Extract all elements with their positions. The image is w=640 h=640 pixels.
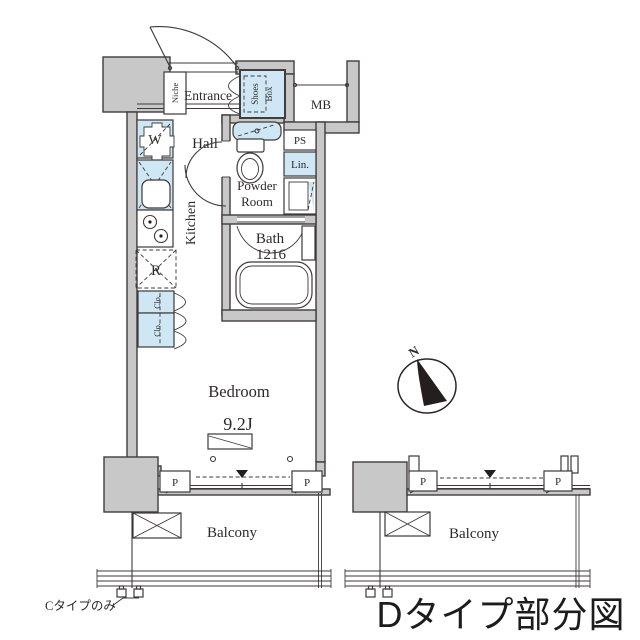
closet-upper: Clo. <box>137 290 175 314</box>
washer-pan: W <box>136 119 175 161</box>
c-type-note: Cタイプのみ <box>45 599 116 613</box>
meter-box-label: MB <box>311 97 332 112</box>
bedroom-window: P P <box>136 470 331 496</box>
wall-bath-bottom <box>221 309 317 322</box>
bath-counter <box>301 225 316 261</box>
powder-room-label-2: Room <box>241 194 273 209</box>
balcony-divider-d-right <box>575 495 580 588</box>
downlight-left <box>209 455 217 463</box>
wall-stub-d-right-b <box>570 455 579 474</box>
d-partial-caption: Dタイプ部分図 <box>377 594 626 635</box>
washer-label: W <box>148 133 162 148</box>
toilet <box>236 138 265 184</box>
closet-lower: Clo. <box>137 293 175 348</box>
niche-label: Niche <box>170 83 180 104</box>
bedroom-counter <box>207 433 253 450</box>
stove <box>136 209 174 248</box>
fridge-space: R <box>135 249 177 289</box>
pillar-d <box>352 461 408 513</box>
closet-lower-label: Clo. <box>153 323 162 337</box>
unit-walls <box>102 56 360 493</box>
vanity-cabinet <box>283 177 317 215</box>
pillar-label: P <box>172 477 178 489</box>
bath-room: Bath 1216 <box>229 216 317 311</box>
powder-room-door <box>185 140 232 179</box>
north-arrow-icon: N <box>397 342 457 414</box>
outdoor-unit-box <box>132 512 182 539</box>
niche-box: Niche <box>163 71 187 115</box>
entrance-label: Entrance <box>184 88 232 103</box>
pillar-box-d-right: P <box>543 470 573 492</box>
bedroom: Bedroom 9.2J <box>207 382 294 463</box>
bedroom-label: Bedroom <box>208 382 270 401</box>
pillar-box-left: P <box>159 470 191 493</box>
bath-label: Bath <box>256 231 285 247</box>
bathtub <box>235 261 313 309</box>
wall-left <box>126 111 138 493</box>
shoes-box-label-2: Box <box>264 86 274 102</box>
meter-box: MB <box>292 82 350 112</box>
kitchen-label: Kitchen <box>184 201 199 245</box>
bath-folding-door <box>236 225 306 254</box>
balcony-railing-d <box>344 569 591 588</box>
pillar-top-left <box>102 56 171 113</box>
downlight-right <box>286 455 294 463</box>
balcony-divider-right <box>318 493 322 588</box>
faucet-icons-c <box>111 585 144 607</box>
fridge-label: R <box>151 263 161 279</box>
d-partial-view: P P Balcony <box>344 455 626 635</box>
hall-door <box>184 164 227 207</box>
linen-label: Lin. <box>291 159 309 171</box>
kitchen-sink-counter <box>136 159 174 211</box>
closet-upper-label: Clo. <box>153 295 162 309</box>
pillar-box-right: P <box>291 470 323 493</box>
pipe-space-box: PS <box>283 129 317 151</box>
shoes-box-label-1: Shoes <box>250 83 260 105</box>
bath-size-label: 1216 <box>256 247 287 263</box>
wall-right <box>315 121 326 463</box>
linen-box: Lin. <box>283 151 317 177</box>
pillar-label: P <box>304 477 310 489</box>
balcony-c: Balcony Cタイプのみ <box>45 456 332 613</box>
wall-mb-right <box>346 60 360 123</box>
balcony-c-label: Balcony <box>207 525 257 541</box>
window-marker-triangle-d <box>484 470 496 478</box>
closet-folding-doors <box>173 292 187 350</box>
pillar-bottom-left <box>103 456 159 513</box>
entrance-step <box>137 103 240 109</box>
outdoor-unit-box-d <box>384 511 431 537</box>
pipe-space-label: PS <box>294 135 306 147</box>
balcony-d-label: Balcony <box>449 526 499 542</box>
pillar-label-d: P <box>420 476 426 488</box>
pillar-box-d-left: P <box>408 470 438 492</box>
entrance-door <box>149 26 240 73</box>
faucet-icons-d <box>365 585 393 598</box>
hall-label: Hall <box>192 136 218 152</box>
pillar-label-d: P <box>555 476 561 488</box>
shoes-box: Shoes Box <box>228 69 286 119</box>
powder-room-label-1: Powder <box>237 178 277 193</box>
window-marker-triangle <box>236 470 248 478</box>
north-label: N <box>406 342 422 360</box>
wash-basin <box>232 121 282 141</box>
bedroom-size-label: 9.2J <box>223 414 253 434</box>
